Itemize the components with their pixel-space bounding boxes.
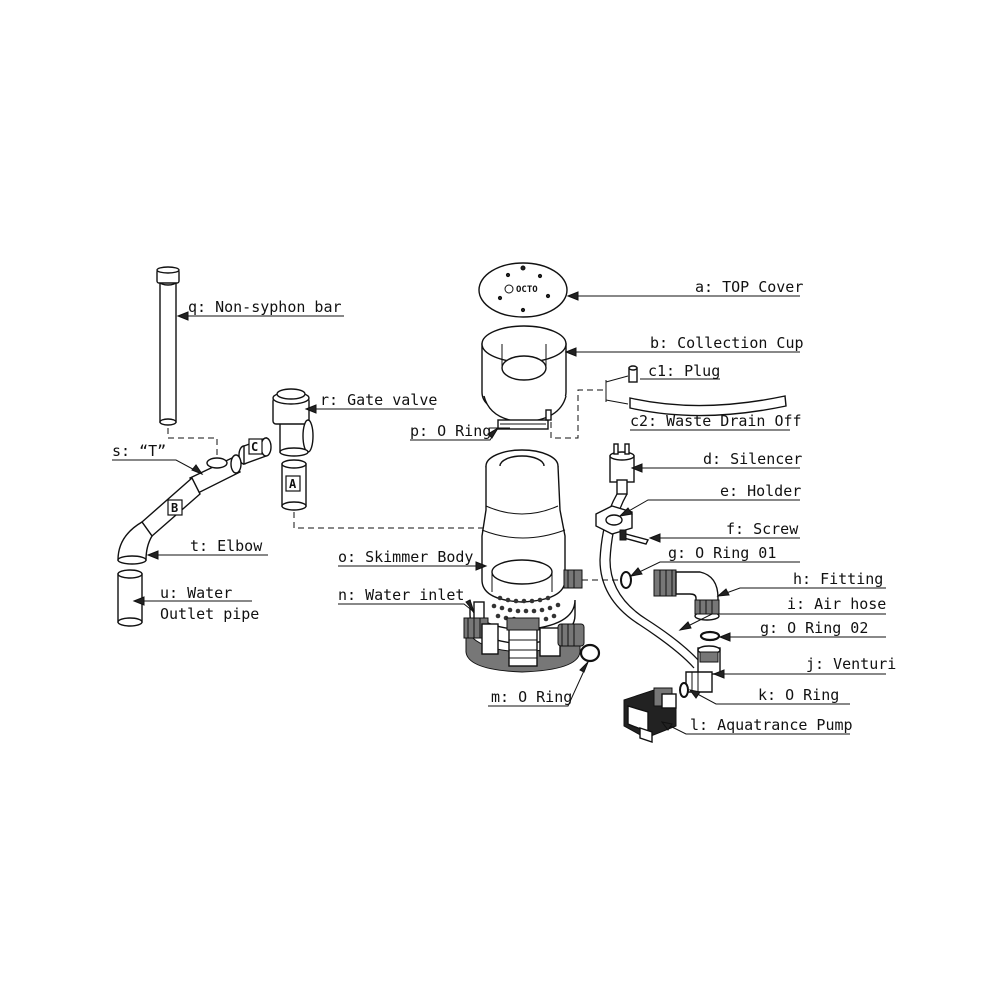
o-ring-01 (620, 571, 632, 589)
label-venturi: j: Venturi (806, 655, 896, 673)
label-o-ring-m: m: O Ring (491, 688, 572, 706)
o-ring-k (679, 682, 689, 698)
label-non-syphon-bar: q: Non-syphon bar (188, 298, 342, 316)
label-holder: e: Holder (720, 482, 801, 500)
top-cover: OCTO (478, 262, 568, 318)
label-gate-valve: r: Gate valve (320, 391, 437, 409)
connector-b-label: B (171, 501, 178, 515)
label-o-ring-p: p: O Ring (410, 422, 491, 440)
label-waste-drain-off: c2: Waste Drain Off (630, 412, 802, 430)
label-skimmer-body: o: Skimmer Body (338, 548, 473, 566)
venturi (685, 645, 721, 693)
waste-drain-hose (629, 395, 787, 417)
label-o-ring-k: k: O Ring (758, 686, 839, 704)
label-collection-cup: b: Collection Cup (650, 334, 804, 352)
o-ring-m (579, 643, 601, 663)
label-plug: c1: Plug (648, 362, 720, 380)
label-aquatrance-pump: l: Aquatrance Pump (690, 716, 853, 734)
o-ring-02 (699, 630, 721, 642)
label-t-fitting: s: “T” (112, 442, 166, 460)
screw (619, 529, 650, 545)
plug (628, 365, 638, 383)
connector-c: C (238, 437, 272, 465)
connector-a: A (281, 459, 307, 511)
label-elbow: t: Elbow (190, 537, 263, 555)
label-silencer: d: Silencer (703, 450, 802, 468)
connector-a-label: A (289, 477, 297, 491)
elbow (117, 521, 153, 565)
label-fitting: h: Fitting (793, 570, 883, 588)
label-water-outlet-line2: Outlet pipe (160, 605, 259, 623)
silencer (609, 443, 635, 495)
collection-cup (481, 325, 567, 430)
label-screw: f: Screw (726, 520, 799, 538)
non-syphon-bar (156, 266, 180, 426)
gate-valve (272, 388, 314, 457)
t-fitting (189, 454, 242, 494)
pipe-b: B (141, 476, 201, 538)
cover-logo: OCTO (516, 285, 538, 295)
skimmer-body (463, 449, 585, 673)
label-water-outlet-line1: u: Water (160, 584, 232, 602)
label-o-ring-01: g: O Ring 01 (668, 544, 776, 562)
water-outlet-pipe (117, 569, 143, 627)
fitting (653, 569, 720, 621)
label-top-cover: a: TOP Cover (695, 278, 803, 296)
leader-lines (112, 291, 886, 735)
label-water-inlet: n: Water inlet (338, 586, 464, 604)
aquatrance-pump (623, 687, 677, 743)
connector-c-label: C (251, 440, 258, 454)
label-air-hose: i: Air hose (787, 595, 886, 613)
label-o-ring-02: g: O Ring 02 (760, 619, 868, 637)
